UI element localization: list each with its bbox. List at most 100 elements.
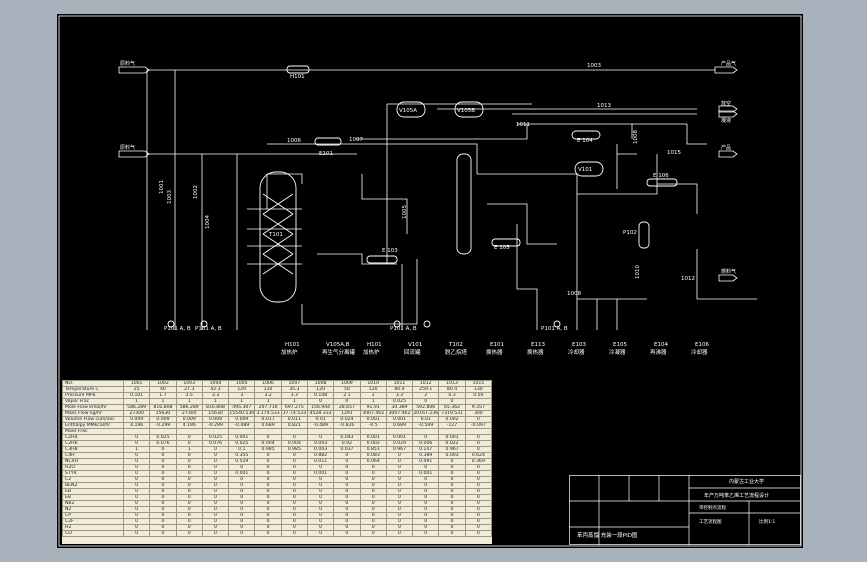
tag-p101-d: P101 A, B <box>541 326 568 332</box>
tag-1012: 1012 <box>681 276 695 282</box>
tag-1002: 1002 <box>193 185 199 199</box>
pipe-to-e105 <box>487 203 557 245</box>
tag-e103: E 103 <box>382 248 398 254</box>
tag-1009: 1008 <box>633 130 639 144</box>
pipe-t102-bottom <box>516 224 538 330</box>
equipment-list-tag: E101 <box>490 342 504 348</box>
tb-school: 内蒙古工业大学 <box>729 478 764 485</box>
pipe-e106 <box>657 183 698 214</box>
equipment-list-name: 换热器 <box>486 348 503 356</box>
equipment-list-tag: H101 <box>285 342 300 348</box>
tag-1008: 1008 <box>567 291 581 297</box>
equipment-list-tag: H101 <box>367 342 382 348</box>
pipe-h101-bottom <box>301 259 418 325</box>
table-cell: CO <box>62 530 124 537</box>
t102-column <box>456 153 472 255</box>
equipment-list-name: 回流罐 <box>404 348 421 356</box>
tag-p102: P102 <box>623 230 637 236</box>
inlet-label-1: 原料气 <box>120 60 135 67</box>
table-cell: 3.174.533 <box>254 410 282 417</box>
table-cell: 0 <box>333 530 361 537</box>
pipe-to-e103 <box>317 253 397 265</box>
table-cell: 20167.236 <box>412 410 440 417</box>
table-cell: 697.275 <box>280 404 308 411</box>
h101-heater <box>286 65 310 74</box>
pipe-1013 <box>437 108 697 115</box>
equipment-list-name: 再沸器 <box>650 348 667 356</box>
equipment-list-name: 冷却器 <box>691 348 708 356</box>
table-cell: 0 <box>412 530 440 537</box>
table-cell: 0 <box>122 530 151 537</box>
tb-scale: 比例1:1 <box>759 518 775 525</box>
table-cell: 0 <box>149 530 177 537</box>
equipment-list-name: 换热器 <box>527 348 544 356</box>
tag-h101-top: H101 <box>290 74 305 80</box>
table-cell: 3007.462 <box>385 410 414 417</box>
process-flow-diagram: 1003 H101 1006 1007 E101 1013 1011 1015 … <box>58 15 802 547</box>
outlet-label-4: 产品 <box>721 144 731 151</box>
outlet-label-2: 放空 <box>721 100 731 107</box>
h101-packing <box>262 193 294 275</box>
tag-t101: T101 <box>268 232 283 238</box>
table-cell: Volume Flow cum/sec <box>62 416 124 423</box>
drawing-sheet: 1003 H101 1006 1007 E101 1013 1011 1015 … <box>57 14 803 548</box>
outlet-label-1: 产品气 <box>721 60 736 67</box>
equipment-list-tag: E105 <box>613 342 627 348</box>
pipe-h101-top <box>266 173 303 209</box>
outlet-arrow-3 <box>718 110 738 118</box>
equipment-list-name: 冷凝器 <box>609 348 626 356</box>
table-cell: 4528.333 <box>306 410 335 417</box>
table-cell: 15540.530 <box>228 410 256 417</box>
tag-e101: E101 <box>319 151 333 157</box>
table-cell: 0 <box>254 530 282 537</box>
outlet-arrow-1 <box>714 66 738 74</box>
table-cell: 0 <box>385 530 414 537</box>
table-cell: 495.307 <box>228 404 256 411</box>
pipe-1015 <box>632 123 707 145</box>
inlet-label-2: 原料气 <box>120 144 135 151</box>
terminal-labels: 原料气 原料气 产品气 放空 凝液 产品 燃料气 <box>120 60 736 275</box>
tag-1013: 1013 <box>597 103 611 109</box>
tag-1001: 1001 <box>159 180 165 194</box>
tag-1011: 1011 <box>516 122 530 128</box>
tag-1006: 1006 <box>287 138 301 144</box>
tag-1010: 1010 <box>635 265 641 279</box>
equipment-list-tag: E106 <box>695 342 709 348</box>
v105b-vessel <box>454 101 484 118</box>
inlet-arrow-1 <box>118 66 150 74</box>
e101-exchanger <box>314 137 342 146</box>
pump-p101b <box>200 320 208 328</box>
equipment-list-tag: E103 <box>572 342 586 348</box>
table-cell: 816.808 <box>201 404 230 411</box>
tb-type: 工艺流程图 <box>699 518 722 525</box>
pipe-1008 <box>576 194 647 300</box>
table-cell: 0 <box>438 530 466 537</box>
tag-e105: E 105 <box>494 245 510 251</box>
pipe-h101-side <box>247 208 302 265</box>
tag-v105b: V105B <box>457 108 475 114</box>
table-cell: 0 <box>359 530 387 537</box>
equipment-list: H101加热炉V105A,B再生气分离罐H101加热炉V101回流罐T102脱乙… <box>281 342 709 356</box>
table-cell: 0 <box>306 530 335 537</box>
stream-tags: 1003 H101 1006 1007 E101 1013 1011 1015 … <box>164 63 695 332</box>
tag-1015: 1015 <box>667 150 681 156</box>
pump-p101e <box>553 320 561 328</box>
equipment-list-tag: V105A,B <box>326 342 350 348</box>
e104-exchanger <box>571 130 601 140</box>
tag-p101-b: P101 A, B <box>195 326 222 332</box>
outlet-arrow-5 <box>718 274 738 282</box>
outlet-label-5: 燃料气 <box>721 268 736 275</box>
pipe-1006 <box>267 143 478 174</box>
equipment <box>167 65 678 328</box>
tag-v105a: V105A <box>399 108 417 114</box>
